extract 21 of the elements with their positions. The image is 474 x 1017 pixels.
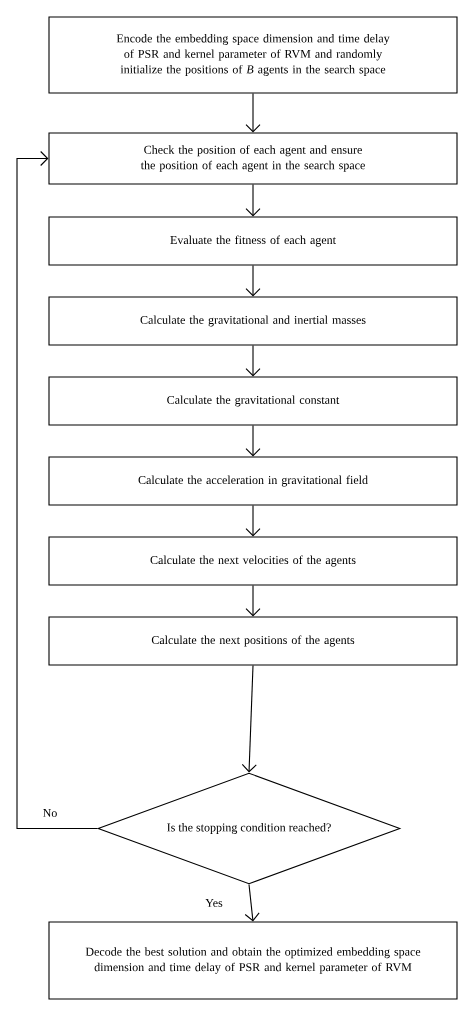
process-box: Calculate the next positions of the agents xyxy=(48,616,458,666)
process-box: Calculate the next velocities of the agents xyxy=(48,536,458,586)
arrow xyxy=(245,345,261,377)
arrow xyxy=(16,150,98,830)
process-box: Calculate the gravitational constant xyxy=(48,376,458,426)
process-box: Encode the embedding space dimension and time delay of PSR and kernel parameter of RVM and randomly initialize the positions of B agents in the search space xyxy=(48,16,458,94)
arrow xyxy=(245,265,261,297)
arrow xyxy=(245,93,261,133)
process-box: Calculate the acceleration in gravitational field xyxy=(48,456,458,506)
arrow xyxy=(245,184,261,217)
arrow xyxy=(245,505,261,537)
edge-label: Yes xyxy=(204,898,224,908)
process-box: Calculate the gravitational and inertial masses xyxy=(48,296,458,346)
arrow xyxy=(245,585,261,617)
arrow xyxy=(244,884,260,922)
arrow xyxy=(241,665,257,773)
edge-label: No xyxy=(41,808,59,818)
arrow xyxy=(245,425,261,457)
process-box: Decode the best solution and obtain the optimized embedding space dimension and time delay of PSR and kernel parameter of RVM xyxy=(48,921,458,1000)
process-box: Check the position of each agent and ensure the position of each agent in the search space xyxy=(48,132,458,185)
process-box: Evaluate the fitness of each agent xyxy=(48,216,458,266)
